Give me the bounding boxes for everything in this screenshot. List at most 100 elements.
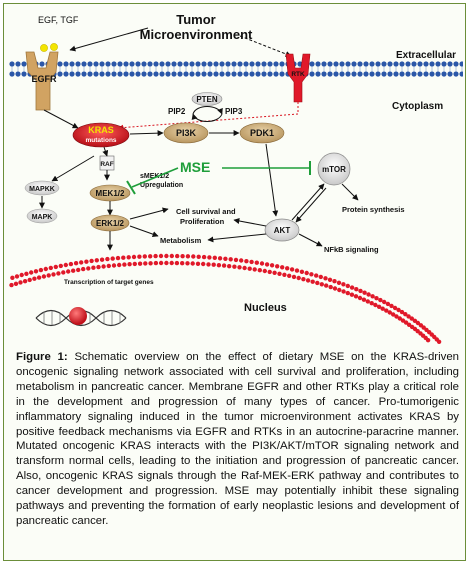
nuclear-membrane-bead [169, 260, 174, 266]
nuclear-membrane-bead [89, 258, 94, 264]
nuclear-membrane-bead [201, 261, 206, 267]
membrane-bead [87, 71, 93, 77]
nuclear-membrane-bead [105, 256, 110, 262]
membrane-bead [279, 71, 285, 77]
membrane-bead [261, 71, 267, 77]
membrane-bead [225, 61, 231, 67]
nuclear-membrane-bead [392, 305, 398, 311]
membrane-bead [135, 71, 141, 77]
membrane-bead [195, 71, 201, 77]
nuclear-membrane-bead [247, 266, 252, 271]
nuclear-membrane-bead [51, 272, 56, 277]
membrane-bead [411, 61, 417, 67]
pten-label: PTEN [196, 95, 218, 104]
pi3k-node [163, 122, 209, 144]
nuclear-membrane-bead [158, 253, 164, 259]
nuclear-membrane-bead [341, 282, 346, 287]
caption-text: Schematic overview on the effect of diet… [16, 351, 459, 527]
membrane-bead [159, 61, 165, 67]
nuclear-membrane-bead [96, 264, 101, 270]
membrane-bead [171, 61, 177, 67]
nuclear-membrane-bead [174, 260, 180, 266]
membrane-bead [111, 71, 117, 77]
mtor-node [317, 152, 351, 186]
nuclear-membrane-bead [280, 265, 285, 270]
nuclear-membrane-bead [81, 266, 86, 272]
figure-caption: Figure 1: Schematic overview on the effe… [16, 350, 459, 529]
membrane-bead [69, 61, 75, 67]
membrane-bead [351, 71, 357, 77]
nuclear-membrane-bead [153, 253, 158, 259]
kras-mutations-label: mutations [85, 137, 116, 144]
membrane-bead [153, 71, 159, 77]
membrane-bead [411, 71, 417, 77]
nuclear-membrane-bead [190, 261, 195, 266]
membrane-bead [105, 61, 111, 67]
nuclear-membrane-bead [137, 254, 142, 259]
membrane-bead [153, 61, 159, 67]
nuclear-membrane-bead [91, 265, 96, 270]
pip2-label: PIP2 [168, 107, 186, 116]
cell-survival-label-line2: Proliferation [180, 217, 225, 226]
nuclear-membrane-bead [394, 314, 399, 319]
membrane-bead [123, 61, 129, 67]
cell-survival-label-line1: Cell survival and [176, 207, 236, 216]
pdk1-node [239, 122, 285, 144]
nuclear-membrane-bead [196, 254, 201, 259]
membrane-bead [309, 71, 315, 77]
membrane-bead [357, 71, 363, 77]
membrane-bead [183, 71, 189, 77]
mse-label: MSE [180, 159, 210, 175]
nuclear-membrane-bead [232, 264, 237, 269]
nuclear-membrane-bead [13, 281, 19, 286]
membrane-bead [327, 71, 333, 77]
membrane-bead [327, 61, 333, 67]
membrane-bead [39, 61, 45, 67]
membrane-bead [147, 71, 153, 77]
nuclear-membrane-bead [389, 303, 394, 309]
nuclear-membrane-bead [354, 287, 359, 292]
rtk-label: RTK [291, 71, 305, 78]
nuclear-membrane [9, 253, 442, 344]
nuclear-membrane-bead [86, 266, 91, 271]
nuclear-membrane-bead [46, 273, 51, 278]
membrane-bead [333, 71, 339, 77]
figure-frame: Tumor Microenvironment Extracellular Cyt… [3, 3, 466, 561]
membrane-bead [165, 61, 171, 67]
membrane-bead [69, 71, 75, 77]
membrane-bead [99, 61, 105, 67]
nuclear-membrane-bead [277, 271, 282, 276]
membrane-bead [9, 71, 15, 77]
nuclear-membrane-bead [324, 283, 329, 288]
membrane-bead [189, 71, 195, 77]
nuclear-membrane-bead [71, 268, 76, 273]
nuclear-membrane-bead [396, 307, 401, 313]
membrane-bead [279, 61, 285, 67]
nuclear-membrane-bead [403, 312, 408, 317]
membrane-bead [57, 61, 63, 67]
membrane-bead [237, 71, 243, 77]
nuclear-membrane-bead [41, 274, 47, 279]
membrane-bead [75, 71, 81, 77]
akt-label: AKT [274, 226, 291, 235]
nuclear-membrane-bead [341, 289, 346, 294]
membrane-bead [57, 71, 63, 77]
nuclear-membrane-bead [216, 263, 222, 268]
membrane-bead [141, 61, 147, 67]
nuclear-membrane-bead [336, 280, 342, 285]
membrane-bead [309, 61, 315, 67]
nuclear-membrane-bead [228, 257, 233, 262]
mek12-label: MEK1/2 [96, 189, 125, 198]
mapkk-node [24, 180, 60, 196]
nuclear-membrane-bead [142, 254, 147, 259]
nuclear-membrane-bead [29, 270, 34, 275]
nuclear-membrane-bead [425, 338, 431, 343]
nuclear-membrane-bead [291, 274, 297, 280]
membrane-bead [99, 71, 105, 77]
nuclear-membrane-bead [323, 276, 328, 281]
membrane-bead [369, 61, 375, 67]
membrane-bead [441, 61, 447, 67]
nuclear-membrane-bead [195, 261, 201, 266]
nuclear-membrane-bead [269, 263, 275, 268]
raf-label: RAF [100, 161, 113, 168]
